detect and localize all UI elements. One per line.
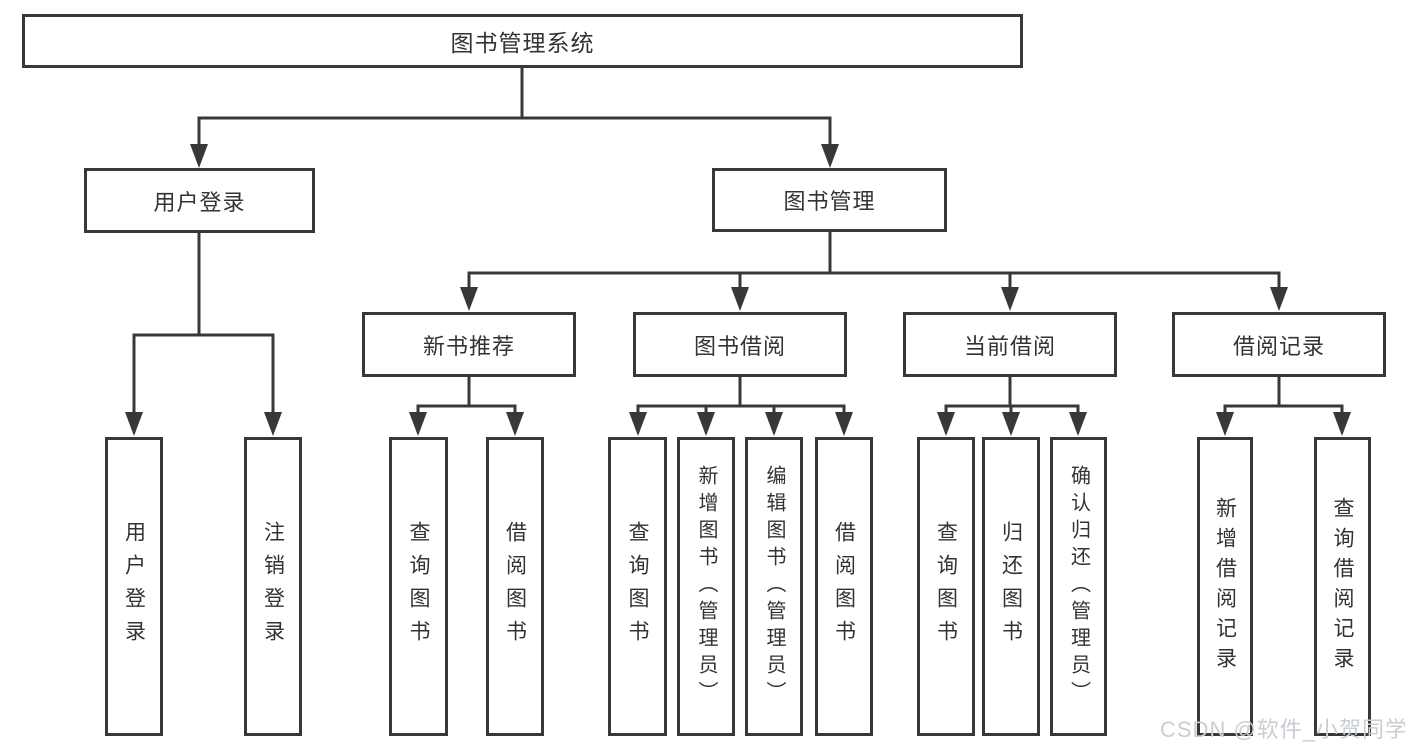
leaf-label: 归还图书 [999, 520, 1023, 653]
connector-borrow-records-to-leaves [1216, 375, 1351, 436]
leaf-label: 借阅图书 [503, 520, 527, 653]
leaf-edit-books-admin: 编辑图书（管理员） [745, 437, 803, 736]
connector-root-to-level2 [190, 66, 839, 168]
leaf-label: 编辑图书（管理员） [763, 465, 785, 708]
leaf-add-borrow-record: 新增借阅记录 [1197, 437, 1253, 736]
connector-user-login-to-leaves [125, 231, 282, 436]
node-label: 用户登录 [153, 189, 246, 215]
connector-current-borrow-to-leaves [937, 375, 1087, 436]
leaf-confirm-return-admin: 确认归还（管理员） [1050, 437, 1107, 736]
leaf-user-login: 用户登录 [105, 437, 163, 736]
leaf-query-books-recommend: 查询图书 [389, 437, 448, 736]
connector-book-borrow-to-leaves [629, 375, 853, 436]
node-current-borrow: 当前借阅 [903, 312, 1117, 377]
leaf-label: 借阅图书 [832, 520, 856, 653]
leaf-label: 查询图书 [626, 520, 649, 653]
node-book-borrow: 图书借阅 [633, 312, 847, 377]
leaf-query-borrow-record: 查询借阅记录 [1314, 437, 1371, 736]
node-borrow-records: 借阅记录 [1172, 312, 1386, 377]
leaf-label: 查询图书 [407, 520, 430, 653]
leaf-label: 新增借阅记录 [1213, 496, 1237, 677]
leaf-borrow-books: 借阅图书 [815, 437, 873, 736]
connector-new-book-to-leaves [409, 375, 524, 436]
node-label: 当前借阅 [963, 333, 1056, 359]
leaf-label: 确认归还（管理员） [1067, 465, 1090, 708]
node-label: 借阅记录 [1232, 333, 1325, 359]
leaf-label: 注销登录 [261, 520, 285, 653]
node-label: 新书推荐 [422, 333, 515, 359]
leaf-label: 查询借阅记录 [1331, 496, 1354, 677]
leaf-add-books-admin: 新增图书（管理员） [677, 437, 735, 736]
leaf-label: 查询图书 [934, 520, 958, 653]
leaf-query-books-borrow: 查询图书 [608, 437, 667, 736]
leaf-return-books: 归还图书 [982, 437, 1040, 736]
leaf-query-books-current: 查询图书 [917, 437, 975, 736]
csdn-watermark: CSDN @软件_小贺同学 [1160, 717, 1405, 742]
node-user-login: 用户登录 [84, 168, 315, 233]
connector-book-management-to-level3 [460, 230, 1288, 311]
leaf-borrow-books-recommend: 借阅图书 [486, 437, 544, 736]
node-label: 图书管理系统 [450, 30, 595, 56]
node-library-management-system: 图书管理系统 [22, 14, 1023, 68]
node-new-book-recommendation: 新书推荐 [362, 312, 576, 377]
leaf-logout: 注销登录 [244, 437, 302, 736]
node-book-management: 图书管理 [712, 168, 947, 232]
leaf-label: 用户登录 [122, 520, 146, 653]
node-label: 图书借阅 [693, 333, 786, 359]
node-label: 图书管理 [783, 189, 876, 214]
leaf-label: 新增图书（管理员） [695, 465, 717, 708]
